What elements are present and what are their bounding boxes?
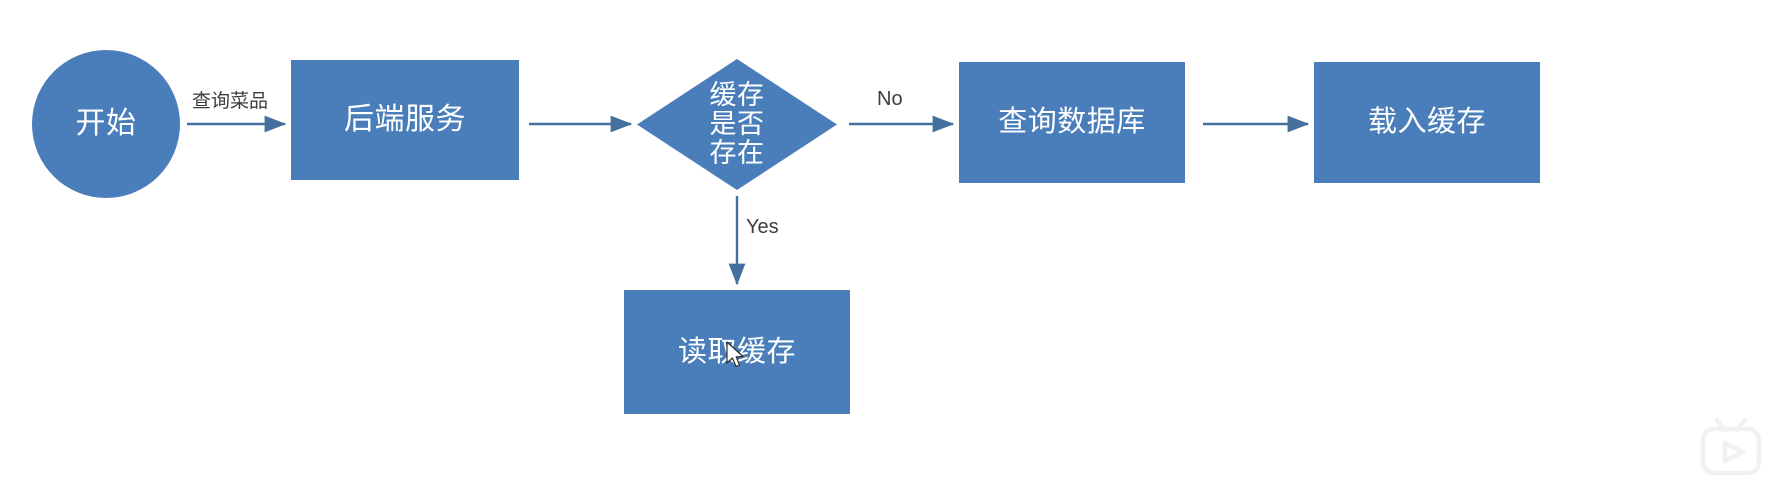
node-start-label: 开始	[75, 107, 137, 141]
node-query-database[interactable]: 查询数据库	[959, 62, 1185, 183]
node-read-cache-label: 读取缓存	[677, 335, 796, 368]
edge-label-no: No	[877, 88, 903, 110]
node-backend-service-label: 后端服务	[344, 103, 466, 137]
tv-play-icon	[1700, 417, 1762, 476]
node-query-database-label: 查询数据库	[998, 106, 1146, 139]
node-read-cache[interactable]: 读取缓存	[624, 290, 850, 414]
edge-label-query-dish: 查询菜品	[192, 91, 269, 112]
node-load-cache-label: 载入缓存	[1367, 106, 1486, 139]
edge-label-yes: Yes	[746, 216, 779, 238]
node-start[interactable]: 开始	[32, 50, 180, 198]
node-backend-service[interactable]: 后端服务	[291, 60, 519, 180]
node-cache-exists-decision-label: 缓存 是否 存在	[709, 79, 765, 169]
node-load-cache[interactable]: 载入缓存	[1314, 62, 1540, 183]
node-cache-exists-decision[interactable]: 缓存 是否 存在	[637, 59, 837, 190]
